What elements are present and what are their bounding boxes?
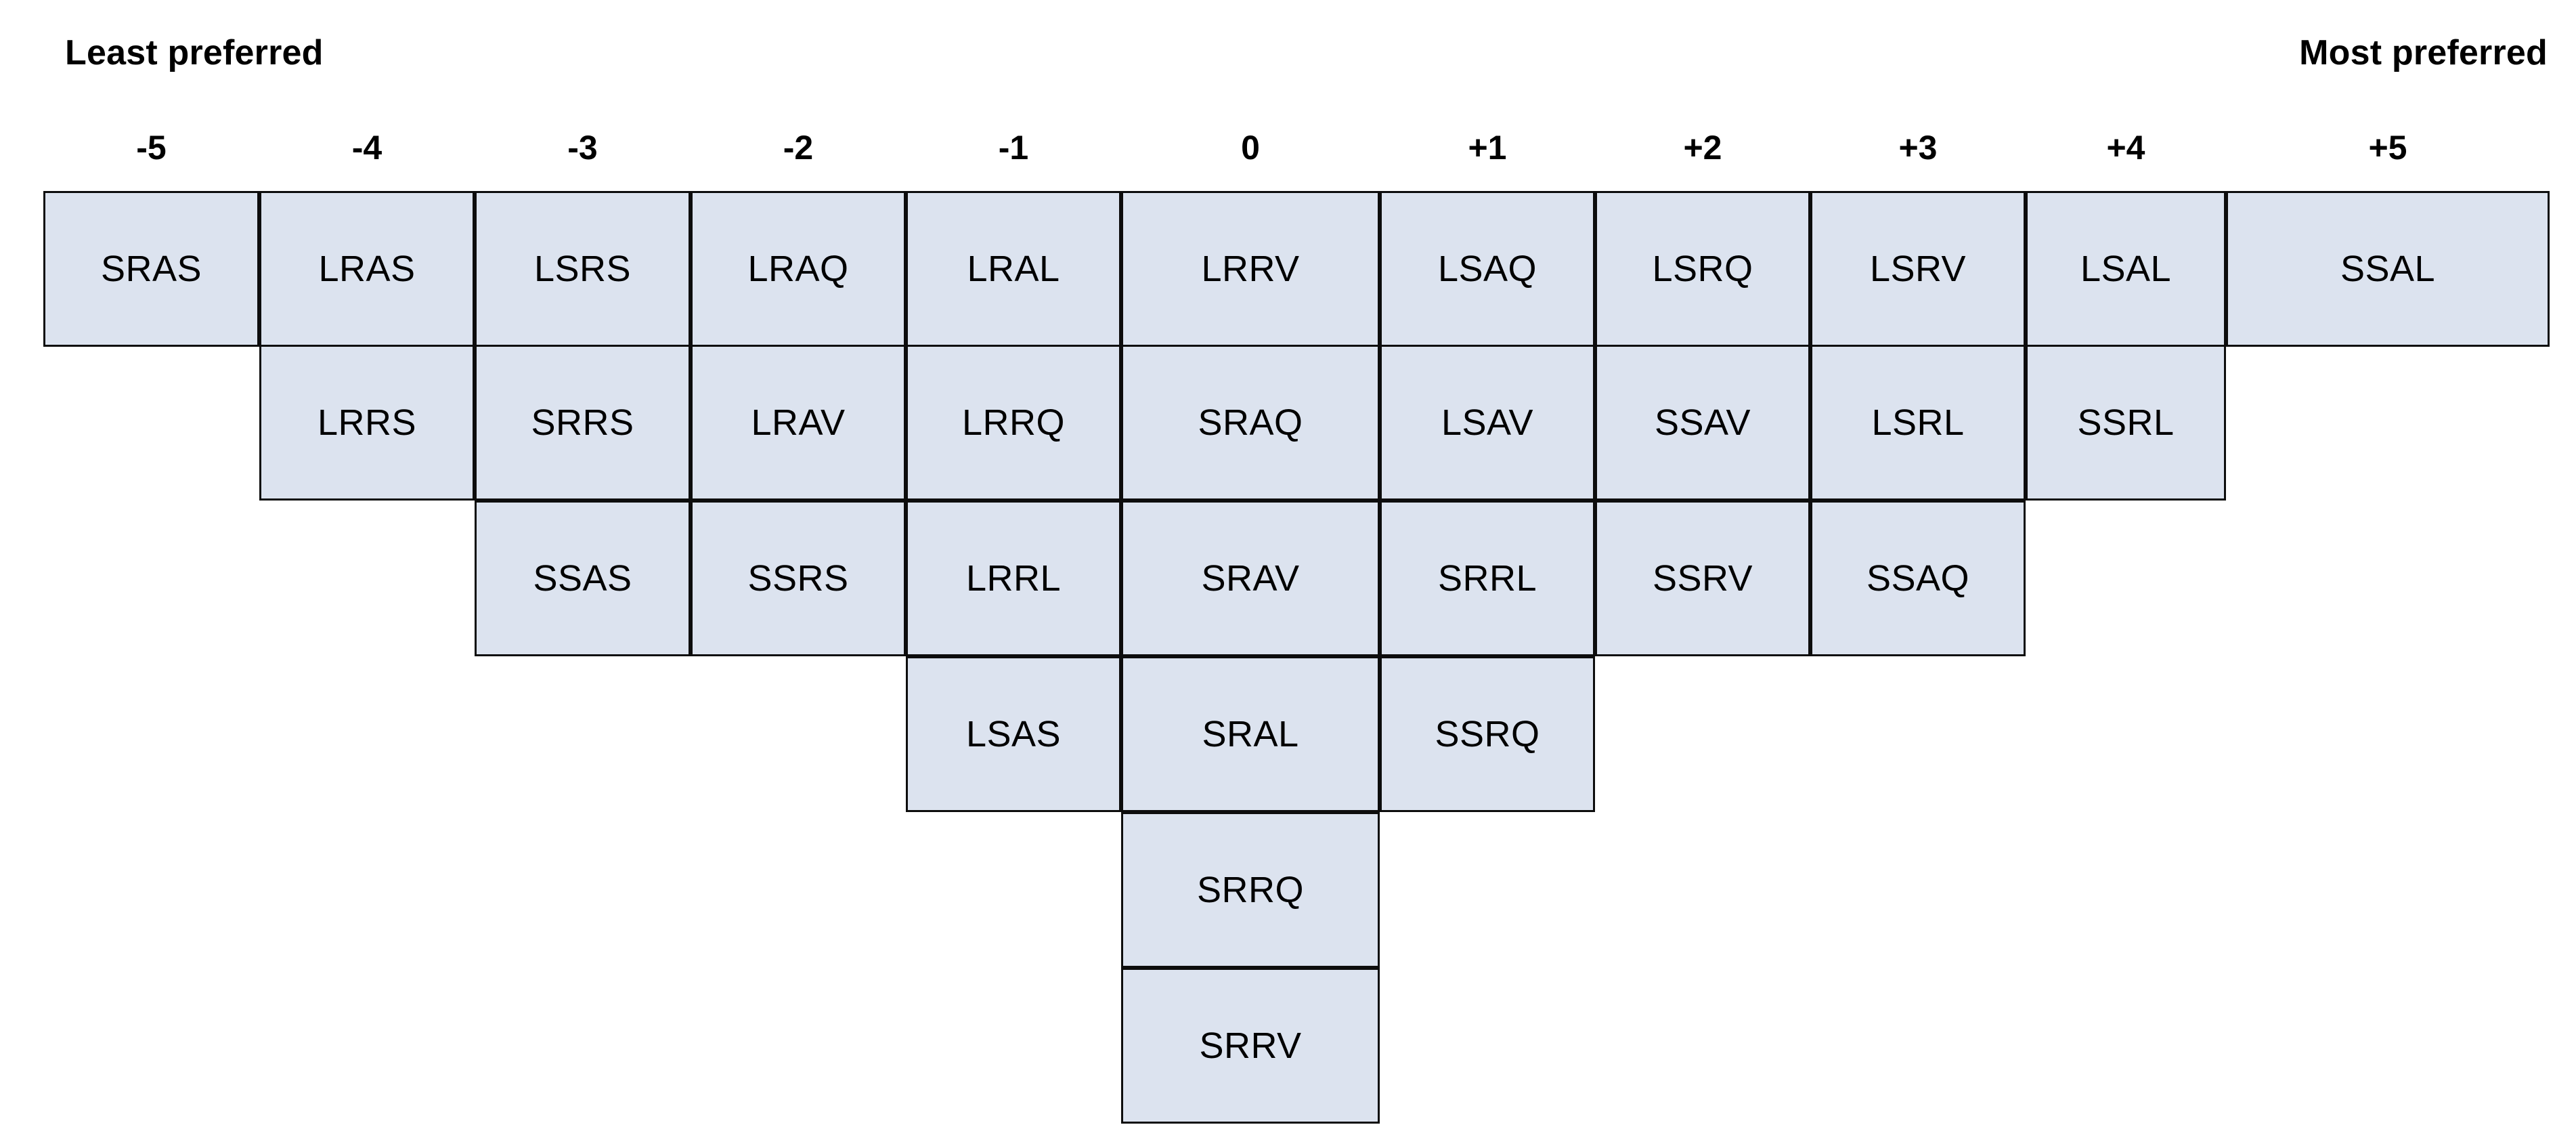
scale-label-minus5: -5 bbox=[136, 129, 167, 167]
ranking-cell[interactable]: LRRS bbox=[259, 345, 475, 501]
scale-label-minus4: -4 bbox=[351, 129, 383, 167]
ranking-cell[interactable]: LSAV bbox=[1380, 345, 1595, 501]
ranking-cell[interactable]: SSRV bbox=[1595, 501, 1810, 656]
ranking-cell[interactable]: SRRQ bbox=[1121, 812, 1380, 968]
ranking-cell[interactable]: SRAS bbox=[43, 191, 259, 347]
scale-label-minus1: -1 bbox=[998, 129, 1029, 167]
ranking-cell[interactable]: LSAL bbox=[2026, 191, 2226, 347]
grid-row: SRRV bbox=[43, 968, 2550, 1126]
ranking-cell[interactable]: SSAV bbox=[1595, 345, 1810, 501]
ranking-cell[interactable]: SRRV bbox=[1121, 968, 1380, 1124]
grid-row: SRRQ bbox=[43, 812, 2550, 970]
ranking-cell[interactable]: SRRL bbox=[1380, 501, 1595, 656]
ranking-cell[interactable]: SSAS bbox=[475, 501, 691, 656]
scale-label-plus3: +3 bbox=[1898, 129, 1938, 167]
ranking-cell[interactable]: SSAL bbox=[2226, 191, 2550, 347]
ranking-cell[interactable]: LRAL bbox=[906, 191, 1121, 347]
ranking-cell[interactable]: LRAV bbox=[691, 345, 906, 501]
ranking-cell[interactable]: SSRS bbox=[691, 501, 906, 656]
ranking-cell[interactable]: LSRQ bbox=[1595, 191, 1810, 347]
ranking-cell[interactable]: LSRL bbox=[1810, 345, 2026, 501]
ranking-cell[interactable]: LSRS bbox=[475, 191, 691, 347]
scale-header-row: -5 -4 -3 -2 -1 0 +1 +2 +3 +4 +5 bbox=[43, 121, 2550, 175]
scale-label-minus3: -3 bbox=[567, 129, 598, 167]
ranking-cell[interactable]: LRRV bbox=[1121, 191, 1380, 347]
scale-label-plus5: +5 bbox=[2368, 129, 2407, 167]
least-preferred-caption: Least preferred bbox=[65, 33, 324, 72]
ranking-cell[interactable]: LRAQ bbox=[691, 191, 906, 347]
ranking-cell[interactable]: LSAQ bbox=[1380, 191, 1595, 347]
ranking-cell[interactable]: LRAS bbox=[259, 191, 475, 347]
scale-label-plus4: +4 bbox=[2106, 129, 2145, 167]
scale-label-plus1: +1 bbox=[1468, 129, 1507, 167]
ranking-cell[interactable]: LRRQ bbox=[906, 345, 1121, 501]
ranking-cell[interactable]: SSAQ bbox=[1810, 501, 2026, 656]
ranking-cell[interactable]: SRAL bbox=[1121, 656, 1380, 812]
scale-label-minus2: -2 bbox=[783, 129, 814, 167]
ranking-cell[interactable]: SRAV bbox=[1121, 501, 1380, 656]
ranking-cell[interactable]: LSRV bbox=[1810, 191, 2026, 347]
ranking-cell[interactable]: SRRS bbox=[475, 345, 691, 501]
ranking-cell[interactable]: SRAQ bbox=[1121, 345, 1380, 501]
ranking-cell[interactable]: SSRQ bbox=[1380, 656, 1595, 812]
scale-label-0: 0 bbox=[1241, 129, 1260, 167]
ranking-cell[interactable]: LSAS bbox=[906, 656, 1121, 812]
scale-label-plus2: +2 bbox=[1683, 129, 1722, 167]
most-preferred-caption: Most preferred bbox=[2299, 33, 2548, 72]
ranking-cell[interactable]: LRRL bbox=[906, 501, 1121, 656]
ranking-cell[interactable]: SSRL bbox=[2026, 345, 2226, 501]
